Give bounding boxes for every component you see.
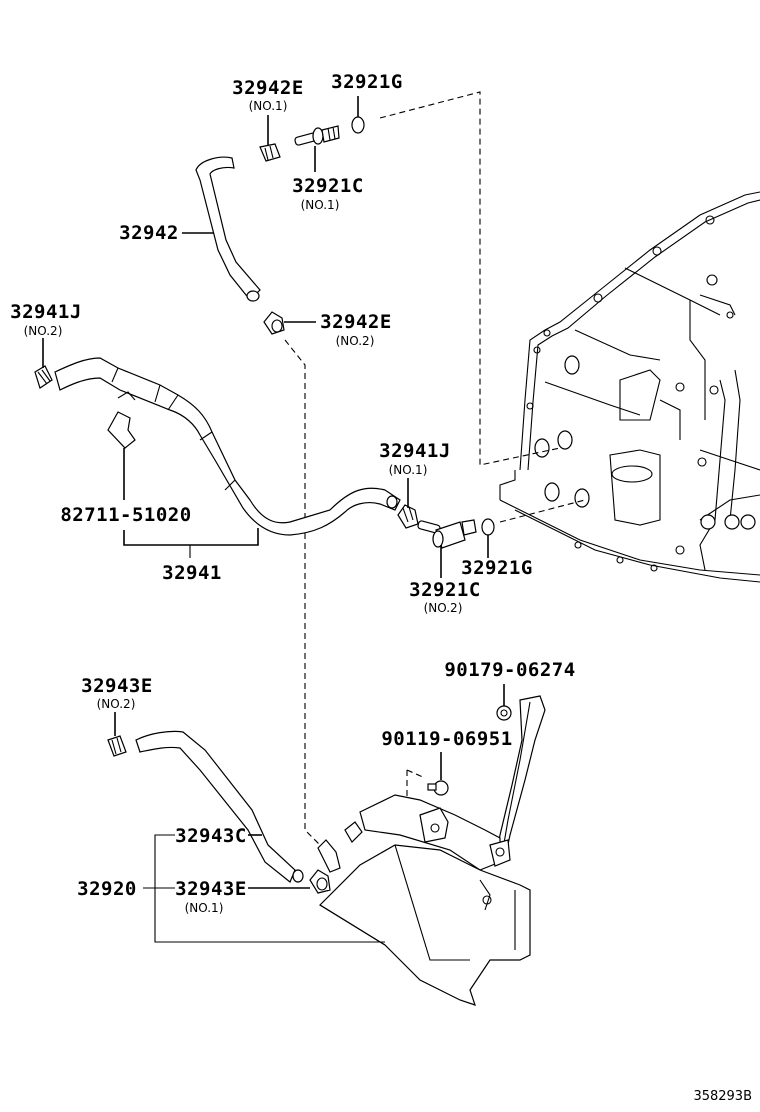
- part-number: 90119-06951: [381, 728, 512, 750]
- callout-32942: 32942: [119, 222, 179, 244]
- clip-32942E-no2: [263, 311, 285, 335]
- part-number: 32921C: [409, 579, 481, 601]
- callout-32941J-no1: 32941J (NO.1): [379, 440, 451, 477]
- bolt-90119-06951: [427, 780, 449, 796]
- nut-90179-06274: [496, 705, 512, 721]
- part-number: 82711-51020: [60, 504, 191, 526]
- engine-bosses: [526, 215, 756, 572]
- callout-32943C: 32943C: [175, 825, 247, 847]
- part-number: 90179-06274: [444, 659, 575, 681]
- callout-82711-51020: 82711-51020: [60, 504, 191, 526]
- variant-label: (NO.2): [24, 324, 63, 338]
- callout-32921G-mid: 32921G: [461, 557, 533, 579]
- callout-90179-06274: 90179-06274: [444, 659, 575, 681]
- variant-label: (NO.1): [389, 463, 428, 477]
- callout-32942E-no2: 32942E (NO.2): [320, 311, 392, 348]
- clip-32943E-no2: [107, 735, 127, 757]
- variant-label: (NO.2): [336, 334, 375, 348]
- clip-32941J-no1: [397, 504, 419, 529]
- leader-lines: [42, 96, 505, 943]
- callout-32941J-no2: 32941J (NO.2): [10, 301, 82, 338]
- variant-label: (NO.1): [301, 198, 340, 212]
- callout-32943E-no1: 32943E (NO.1): [175, 878, 247, 915]
- variant-label: (NO.1): [249, 99, 288, 113]
- callout-32921C-no2: 32921C (NO.2): [409, 579, 481, 615]
- union-32921C-no2: [417, 519, 477, 549]
- part-number: 32943E: [81, 675, 153, 697]
- part-number: 32943E: [175, 878, 247, 900]
- clip-32942E-no1: [259, 143, 281, 162]
- variant-label: (NO.2): [424, 601, 463, 615]
- part-number: 32941J: [379, 440, 451, 462]
- callout-90119-06951: 90119-06951: [381, 728, 512, 750]
- callout-32943E-no2: 32943E (NO.2): [81, 675, 153, 711]
- engine-block: [499, 191, 760, 583]
- part-number: 32942E: [320, 311, 392, 333]
- gasket-32921G-top: [351, 116, 365, 134]
- gasket-32921G-mid: [481, 518, 495, 536]
- callout-32920: 32920: [77, 878, 137, 900]
- callout-32921G-top: 32921G: [331, 71, 403, 93]
- part-number: 32942E: [232, 77, 304, 99]
- variant-label: (NO.1): [185, 901, 224, 915]
- hose-32942: [195, 156, 261, 301]
- part-number: 32941: [162, 562, 222, 584]
- callout-32942E-no1: 32942E (NO.1): [232, 77, 304, 113]
- hose-assembly-32941: [34, 357, 401, 536]
- illustration-reference-code: 358293B: [693, 1089, 752, 1104]
- part-number: 32921C: [292, 175, 364, 197]
- part-number: 32942: [119, 222, 179, 244]
- part-number: 32921G: [331, 71, 403, 93]
- callout-32941: 32941: [162, 562, 222, 584]
- union-32921C-no1: [294, 125, 340, 146]
- bracket-arm: [494, 695, 546, 863]
- part-number: 32920: [77, 878, 137, 900]
- variant-label: (NO.2): [97, 697, 136, 711]
- part-number: 32943C: [175, 825, 247, 847]
- callout-32921C-no1: 32921C (NO.1): [292, 175, 364, 212]
- part-number: 32921G: [461, 557, 533, 579]
- part-number: 32941J: [10, 301, 82, 323]
- baffle-assembly-32920: [317, 794, 531, 1006]
- clip-32943E-no1: [309, 869, 331, 894]
- hose-32943C: [135, 730, 296, 883]
